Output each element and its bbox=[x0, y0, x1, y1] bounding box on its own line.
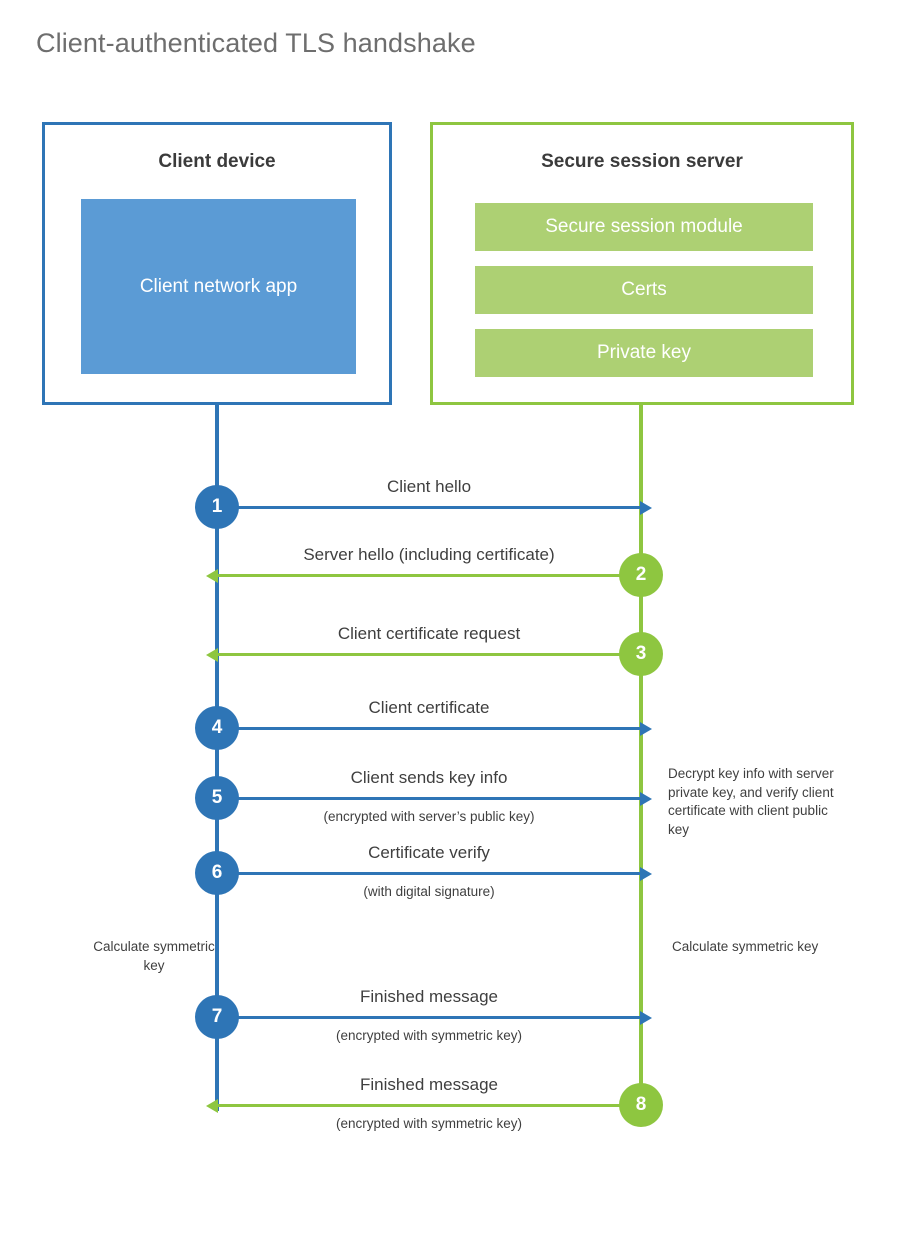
secure-session-server-title: Secure session server bbox=[541, 151, 743, 172]
message-label-4: Client certificate bbox=[368, 698, 490, 717]
server-decrypt-note: Decrypt key info with server private key… bbox=[668, 766, 834, 837]
arrowhead-2 bbox=[206, 568, 218, 583]
arrowhead-1 bbox=[640, 500, 652, 515]
message-label-6: Certificate verify bbox=[368, 843, 490, 862]
client-lifeline bbox=[215, 405, 219, 1111]
message-arrow-8 bbox=[206, 1098, 641, 1113]
secure-session-server-box: Secure session server Secure session mod… bbox=[430, 122, 854, 405]
message-label-8: Finished message bbox=[360, 1075, 498, 1094]
step-circle-5[interactable]: 5 bbox=[195, 776, 239, 820]
step-circle-2[interactable]: 2 bbox=[619, 553, 663, 597]
message-label-2: Server hello (including certificate) bbox=[303, 545, 555, 564]
message-arrow-1 bbox=[217, 500, 652, 515]
step-circle-4[interactable]: 4 bbox=[195, 706, 239, 750]
page-title: Client-authenticated TLS handshake bbox=[36, 28, 476, 58]
server-module-secure-session-module: Secure session module bbox=[475, 203, 813, 251]
arrowhead-6 bbox=[640, 866, 652, 881]
arrowhead-3 bbox=[206, 647, 218, 662]
server-lifeline bbox=[639, 405, 643, 1105]
step-circle-8[interactable]: 8 bbox=[619, 1083, 663, 1127]
message-label-7: Finished message bbox=[360, 987, 498, 1006]
message-sublabel-7: (encrypted with symmetric key) bbox=[335, 1028, 523, 1043]
message-arrow-2 bbox=[206, 568, 641, 583]
client-calculate-symmetric-key-note: Calculate symmetric key bbox=[93, 939, 215, 973]
client-device-title: Client device bbox=[158, 151, 276, 172]
client-network-app-block: Client network app bbox=[81, 199, 356, 374]
step-circle-7[interactable]: 7 bbox=[195, 995, 239, 1039]
message-label-3: Client certificate request bbox=[337, 624, 521, 643]
message-sublabel-6: (with digital signature) bbox=[363, 884, 495, 899]
message-label-5: Client sends key info bbox=[350, 768, 508, 787]
step-circle-3[interactable]: 3 bbox=[619, 632, 663, 676]
message-label-1: Client hello bbox=[386, 477, 472, 496]
arrowhead-5 bbox=[640, 791, 652, 806]
server-calculate-symmetric-key-note: Calculate symmetric key bbox=[672, 939, 819, 954]
arrowhead-8 bbox=[206, 1098, 218, 1113]
server-module-private-key: Private key bbox=[475, 329, 813, 377]
message-sublabel-5: (encrypted with server’s public key) bbox=[323, 809, 535, 824]
message-arrow-5 bbox=[217, 791, 652, 806]
arrowhead-7 bbox=[640, 1010, 652, 1025]
client-device-box: Client device Client network app bbox=[42, 122, 392, 405]
message-sublabel-8: (encrypted with symmetric key) bbox=[335, 1116, 523, 1131]
arrowhead-4 bbox=[640, 721, 652, 736]
message-arrow-7 bbox=[217, 1010, 652, 1025]
message-arrow-4 bbox=[217, 721, 652, 736]
step-circle-1[interactable]: 1 bbox=[195, 485, 239, 529]
message-arrow-6 bbox=[217, 866, 652, 881]
server-module-certs: Certs bbox=[475, 266, 813, 314]
step-circle-6[interactable]: 6 bbox=[195, 851, 239, 895]
message-arrow-3 bbox=[206, 647, 641, 662]
